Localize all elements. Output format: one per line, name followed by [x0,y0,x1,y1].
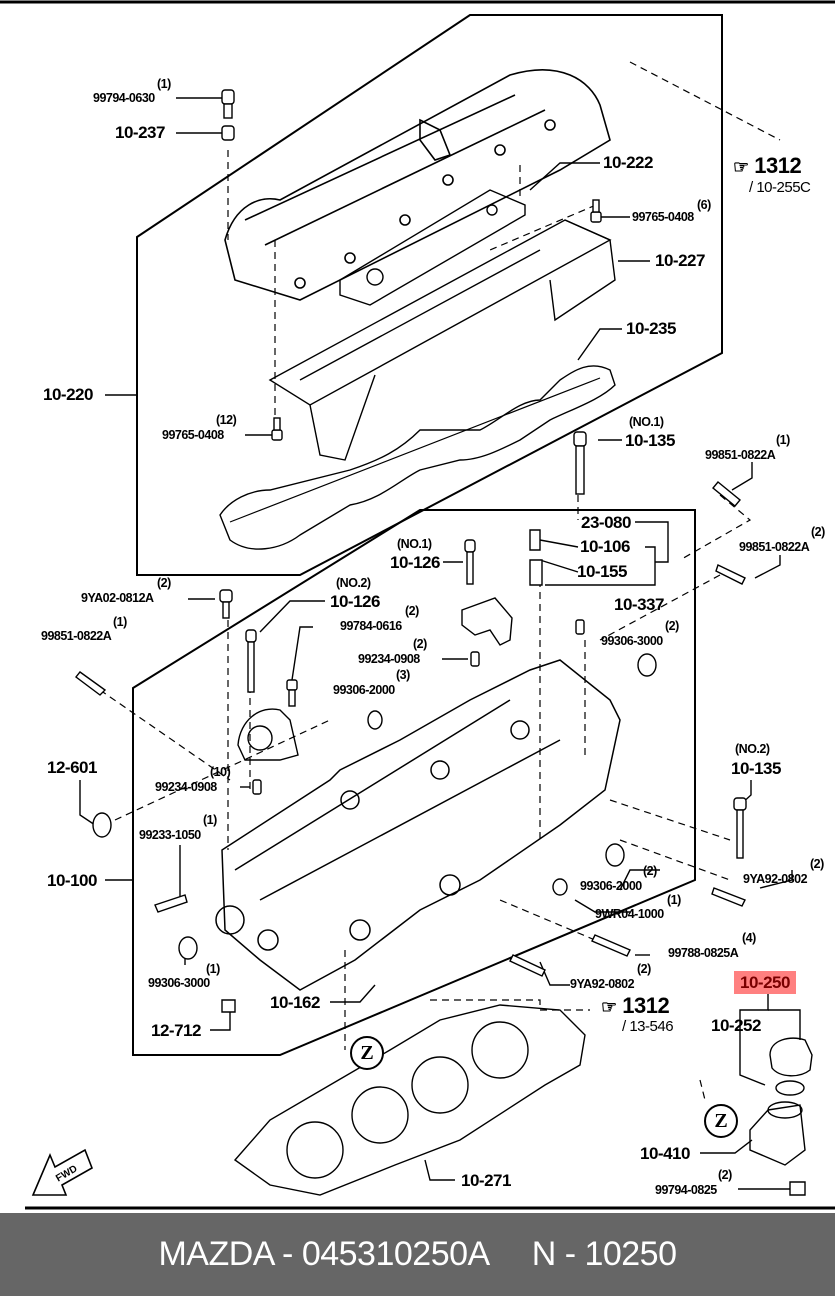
callout-part-10-220: 10-220 [43,385,93,404]
callout-part-10-162: 10-162 [270,993,320,1012]
ref-marker-mid[interactable]: ☞ 1312 [601,993,670,1018]
callout-qty: (4) [742,931,756,945]
cylinder-head-gasket [233,1004,586,1196]
callout-qty: (NO.1) [629,415,664,429]
callout-qty: (2) [718,1168,732,1182]
callout-part-10-135: 10-135 [625,431,675,450]
fasteners [75,89,806,1196]
callout-part-10-252: 10-252 [711,1016,761,1035]
oil-filler-cap [749,1037,813,1166]
callout-part-10-126: 10-126 [330,592,380,611]
ref-sub-top: / 10-255C [749,179,811,196]
callout-part-99788-0825A: 99788-0825A [668,946,739,960]
callout-part-10-106: 10-106 [580,537,630,556]
callout-qty: (1) [157,77,171,91]
callout-part-99233-1050: 99233-1050 [139,828,201,842]
cylinder-head [215,659,621,991]
callout-qty: (NO.2) [336,576,371,590]
callout-part-99851-0822A: 99851-0822A [705,448,776,462]
callout-qty: (1) [206,962,220,976]
callout-qty: (2) [637,962,651,976]
callout-qty: (NO.1) [397,537,432,551]
callout-part-10-410: 10-410 [640,1144,690,1163]
callout-qty: (2) [810,857,824,871]
callout-qty: (3) [396,668,410,682]
callout-part-99306-2000: 99306-2000 [333,683,395,697]
callout-part-10-337: 10-337 [614,595,664,614]
callout-qty: (1) [113,615,127,629]
baffle-plate [339,189,526,306]
head-cover-gasket [219,365,616,550]
callout-qty: (10) [210,765,231,779]
callout-part-99794-0825: 99794-0825 [655,1183,717,1197]
part-number-footer: MAZDA - 045310250A N - 10250 [0,1213,835,1296]
ref-sub-mid: / 13-546 [622,1018,674,1035]
pointing-hand-icon: ☞ [733,157,749,177]
callout-qty: (6) [697,198,711,212]
callout-qty: (2) [157,576,171,590]
callout-qty: (2) [811,525,825,539]
cover-group-frame [136,14,723,576]
callout-part-10-126: 10-126 [390,553,440,572]
exploded-parts-diagram: FWD [0,0,835,1210]
callout-part-99794-0630: 99794-0630 [93,91,155,105]
catalog-ref-code: N - 10250 [531,1235,677,1273]
callout-qty: (2) [405,604,419,618]
leader-lines [79,97,801,1190]
z-marker: Z [704,1104,738,1138]
oil-separator-plate [268,219,616,461]
callout-part-99306-2000: 99306-2000 [580,879,642,893]
camshaft-cap [461,597,513,646]
callout-part-10-235: 10-235 [626,319,676,338]
callout-part-9WR04-1000: 9WR04-1000 [595,907,664,921]
callout-qty: (NO.2) [735,742,770,756]
callout-part-10-135: 10-135 [731,759,781,778]
callout-part-12-712: 12-712 [151,1021,201,1040]
pointing-hand-icon: ☞ [601,997,617,1017]
callout-part-10-271: 10-271 [461,1171,511,1190]
callout-qty: (1) [667,893,681,907]
callout-part-99765-0408: 99765-0408 [632,210,694,224]
callout-part-12-601: 12-601 [47,758,97,777]
callout-part-9YA02-0812A: 9YA02-0812A [81,591,154,605]
ref-page: 1312 [754,153,802,178]
callout-qty: (12) [216,413,237,427]
callout-part-10-250-highlighted[interactable]: 10-250 [734,971,796,994]
callout-qty: (2) [413,637,427,651]
bearing-cap [237,708,299,761]
guide-lines [99,61,781,1101]
callout-part-99306-3000: 99306-3000 [601,634,663,648]
callout-part-99306-3000: 99306-3000 [148,976,210,990]
callout-part-9YA92-0802: 9YA92-0802 [743,872,808,886]
callout-part-10-222: 10-222 [603,153,653,172]
ref-marker-top[interactable]: ☞ 1312 [733,153,802,178]
cylinder-head-cover [224,69,611,301]
callout-part-10-237: 10-237 [115,123,165,142]
ref-page: 1312 [622,993,670,1018]
callout-part-99234-0908: 99234-0908 [358,652,420,666]
callout-qty: (1) [776,433,790,447]
callout-part-99851-0822A: 99851-0822A [41,629,112,643]
z-marker: Z [350,1036,384,1070]
callout-part-10-155: 10-155 [577,562,627,581]
callout-part-99234-0908: 99234-0908 [155,780,217,794]
callout-part-99765-0408: 99765-0408 [162,428,224,442]
callout-part-10-227: 10-227 [655,251,705,270]
callout-qty: (2) [643,864,657,878]
fwd-arrow [31,1148,93,1196]
brand-part-number: MAZDA - 045310250A [158,1235,490,1273]
callout-qty: (2) [665,619,679,633]
callout-part-99784-0616: 99784-0616 [340,619,402,633]
callout-part-23-080: 23-080 [581,513,631,532]
callout-part-10-100: 10-100 [47,871,97,890]
callout-qty: (1) [203,813,217,827]
callout-part-9YA92-0802: 9YA92-0802 [570,977,635,991]
head-group-frame [132,509,696,1056]
callout-part-99851-0822A: 99851-0822A [739,540,810,554]
